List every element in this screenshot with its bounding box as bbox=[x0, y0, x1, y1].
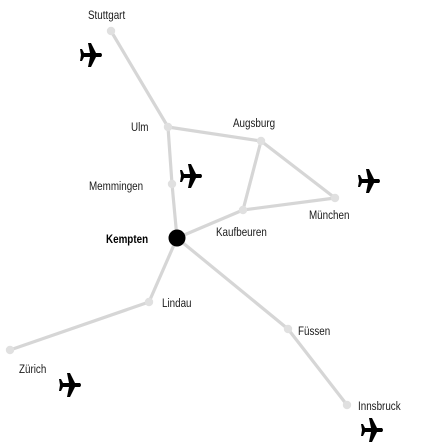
road-augsburg-kaufbeuren bbox=[241, 139, 263, 212]
city-node-augsburg[interactable] bbox=[256, 136, 266, 146]
airplane-icon-munchen bbox=[358, 169, 380, 193]
airplane-icon-zurich bbox=[59, 373, 81, 397]
city-label-ulm[interactable]: Ulm bbox=[131, 121, 148, 134]
city-label-innsbruck[interactable]: Innsbruck bbox=[358, 400, 401, 413]
airport-icons bbox=[59, 43, 383, 442]
road-kempten-fussen bbox=[175, 236, 290, 331]
city-label-lindau[interactable]: Lindau bbox=[162, 297, 192, 310]
city-label-augsburg[interactable]: Augsburg bbox=[233, 117, 275, 130]
road-fussen-innsbruck bbox=[286, 327, 349, 407]
city-node-munchen[interactable] bbox=[330, 193, 340, 203]
road-ulm-memmingen bbox=[166, 125, 174, 186]
city-label-kaufbeuren[interactable]: Kaufbeuren bbox=[216, 226, 267, 239]
city-node-ulm[interactable] bbox=[163, 122, 173, 132]
road-ulm-augsburg bbox=[166, 125, 263, 143]
city-node-fussen[interactable] bbox=[283, 324, 293, 334]
city-node-innsbruck[interactable] bbox=[342, 400, 352, 410]
city-node-zurich[interactable] bbox=[5, 345, 15, 355]
road-network bbox=[8, 29, 349, 407]
road-memmingen-kempten bbox=[170, 182, 179, 240]
road-kempten-lindau bbox=[147, 236, 179, 304]
hub-marker-kempten[interactable] bbox=[168, 229, 186, 247]
city-label-zurich[interactable]: Zürich bbox=[19, 363, 46, 376]
airplane-icon-innsbruck bbox=[361, 418, 383, 442]
road-kaufbeuren-munchen bbox=[241, 196, 337, 212]
airplane-icon-memmingen bbox=[180, 164, 202, 188]
city-label-kempten[interactable]: Kempten bbox=[106, 233, 148, 246]
city-node-kaufbeuren[interactable] bbox=[238, 205, 248, 215]
road-kaufbeuren-kempten bbox=[175, 208, 245, 240]
road-augsburg-munchen bbox=[259, 139, 337, 200]
city-label-stuttgart[interactable]: Stuttgart bbox=[88, 9, 125, 22]
city-node-stuttgart[interactable] bbox=[106, 26, 116, 36]
airplane-icon-stuttgart bbox=[80, 43, 102, 67]
city-label-memmingen[interactable]: Memmingen bbox=[89, 180, 143, 193]
city-nodes bbox=[5, 26, 352, 410]
city-label-munchen[interactable]: München bbox=[309, 209, 349, 222]
road-stuttgart-ulm bbox=[109, 29, 170, 129]
road-lindau-zurich bbox=[8, 300, 151, 352]
city-label-fussen[interactable]: Füssen bbox=[298, 325, 330, 338]
city-node-memmingen[interactable] bbox=[167, 179, 177, 189]
city-node-lindau[interactable] bbox=[144, 297, 154, 307]
